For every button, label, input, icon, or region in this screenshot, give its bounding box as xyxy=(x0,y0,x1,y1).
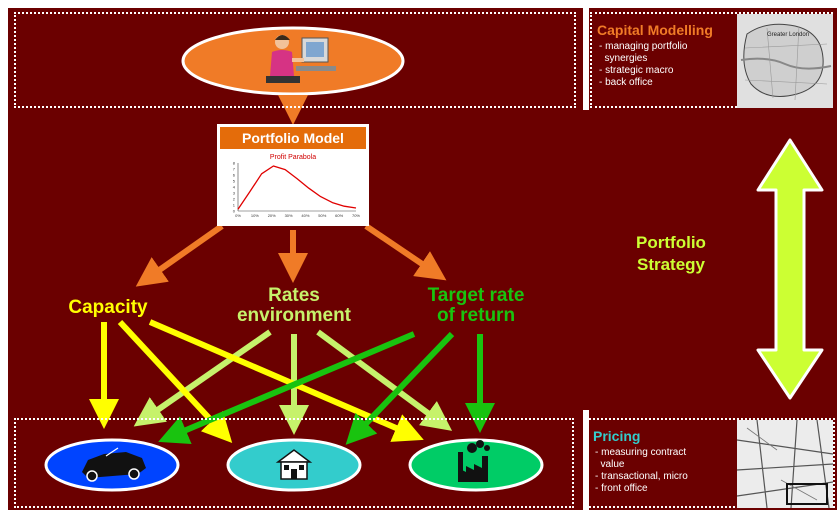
arrow-model-to-capacity xyxy=(135,223,224,287)
capital-modelling-list: - managing portfolio synergies - strateg… xyxy=(599,41,687,89)
y-tick-label: 7 xyxy=(233,167,236,172)
london-map-image: Greater London xyxy=(737,14,833,108)
x-tick-label: 20% xyxy=(268,213,276,218)
target-rate-label: Target rate of return xyxy=(412,286,540,326)
x-tick-label: 0% xyxy=(235,213,241,218)
pricing-frame xyxy=(585,418,835,508)
x-tick-label: 50% xyxy=(318,213,326,218)
y-tick-label: 1 xyxy=(233,203,236,208)
map-icon: Greater London xyxy=(737,14,833,108)
car-icon xyxy=(82,447,146,482)
strategy-line2: Strategy xyxy=(636,254,706,274)
y-tick-label: 0 xyxy=(233,209,236,214)
list-item: - strategic macro xyxy=(599,65,674,76)
arrow-capacity-to-house xyxy=(117,319,233,443)
house-icon xyxy=(275,449,313,480)
arrow-rates-to-factory xyxy=(316,329,453,431)
list-item: synergies xyxy=(599,53,648,64)
capital-modelling-title: Capital Modelling xyxy=(597,22,713,38)
list-item: - front office xyxy=(595,483,648,494)
chart-series xyxy=(237,165,357,210)
y-tick-label: 3 xyxy=(233,191,236,196)
pricing-title: Pricing xyxy=(593,428,641,444)
chart-title: Profit Parabola xyxy=(270,154,316,161)
arrow-target-to-house xyxy=(345,331,455,445)
y-tick-label: 8 xyxy=(233,161,236,166)
pricing-list: - measuring contract value - transaction… xyxy=(595,447,688,495)
arrow-model-to-target xyxy=(364,223,447,281)
target-label-line1: Target rate xyxy=(427,285,525,306)
list-item: - transactional, micro xyxy=(595,471,688,482)
double-arrow-icon xyxy=(756,138,824,400)
rates-environment-label: Rates environment xyxy=(222,286,366,326)
x-tick-label: 60% xyxy=(335,213,343,218)
arrow-rates-to-car xyxy=(133,329,272,427)
person-at-computer-icon xyxy=(266,35,336,83)
strategy-line1: Portfolio xyxy=(636,233,706,252)
y-tick-label: 4 xyxy=(233,185,236,190)
rates-label-line2: environment xyxy=(236,304,352,326)
list-item: value xyxy=(595,459,625,470)
top-dotted-frame xyxy=(14,12,576,108)
map-label: Greater London xyxy=(767,32,809,38)
x-tick-label: 10% xyxy=(251,213,259,218)
list-item: - back office xyxy=(599,77,653,88)
street-map-image xyxy=(737,420,833,508)
x-tick-label: 40% xyxy=(301,213,309,218)
series-line xyxy=(237,165,357,210)
portfolio-strategy-label: Portfolio Strategy xyxy=(612,234,730,274)
capacity-label: Capacity xyxy=(68,297,148,318)
map-icon xyxy=(737,420,833,508)
rates-label-line1: Rates xyxy=(268,285,320,306)
factory-icon xyxy=(458,440,490,482)
y-tick-label: 2 xyxy=(233,197,236,202)
list-item: - measuring contract xyxy=(595,447,687,458)
y-tick-label: 5 xyxy=(233,179,236,184)
bottom-dotted-frame xyxy=(14,418,574,508)
x-tick-label: 70% xyxy=(352,213,360,218)
target-label-line2: of return xyxy=(436,304,516,326)
list-item: - managing portfolio xyxy=(599,41,688,52)
portfolio-model-title: Portfolio Model xyxy=(220,127,366,149)
x-tick-label: 30% xyxy=(285,213,293,218)
y-tick-label: 6 xyxy=(233,173,236,178)
